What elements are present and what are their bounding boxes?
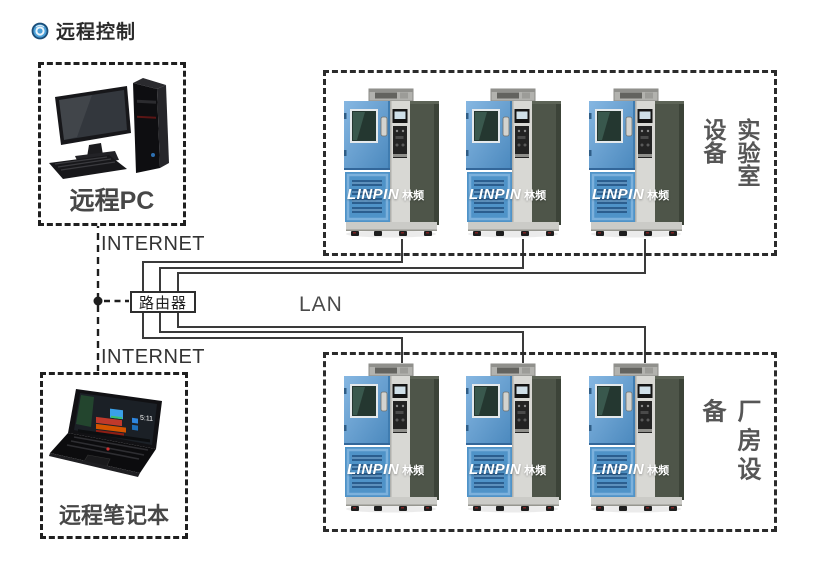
factory-group-label: 厂房设备: [698, 398, 760, 486]
concentric-rings-icon: [31, 22, 49, 39]
page-header: 远程控制: [31, 17, 136, 44]
desktop-pc-image: [49, 78, 169, 179]
laptop-clock-text: 5:11: [140, 415, 153, 423]
remote-laptop-box: 5:11 远程笔记本: [40, 372, 188, 539]
internet-label-top: INTERNET: [101, 233, 205, 255]
remote-pc-label: 远程PC: [69, 187, 155, 215]
internet-junction-dot: [93, 296, 103, 306]
remote-laptop-label: 远程笔记本: [58, 503, 169, 528]
router-box: 路由器: [130, 291, 196, 313]
lan-label: LAN: [299, 293, 343, 316]
internet-label-bottom: INTERNET: [101, 346, 205, 368]
thinkpad-laptop-image: 5:11: [49, 389, 162, 477]
router-label: 路由器: [138, 294, 187, 312]
page-title: 远程控制: [56, 22, 137, 43]
remote-pc-box: 远程PC: [38, 62, 186, 226]
lab-group-label: 实验室设备: [700, 118, 760, 187]
